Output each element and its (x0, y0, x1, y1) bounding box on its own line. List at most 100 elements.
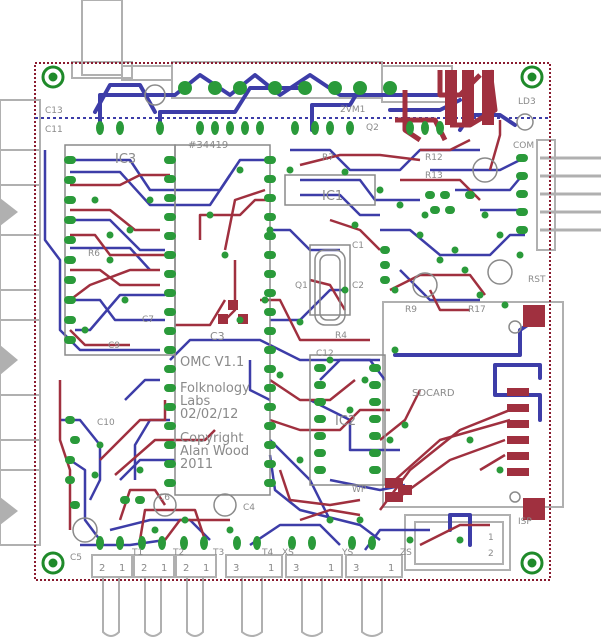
pin-label: 1 (119, 563, 125, 574)
pad (264, 251, 276, 259)
via (136, 466, 144, 474)
label-c4: C4 (243, 503, 255, 513)
pad (164, 460, 176, 468)
pad (156, 121, 164, 135)
pad (264, 232, 276, 240)
pad (211, 121, 219, 135)
pad (291, 121, 299, 135)
label-t4: T4 (261, 548, 273, 558)
pad (64, 296, 76, 304)
pad (264, 460, 276, 468)
pad (164, 251, 176, 259)
label-r6: R6 (88, 249, 100, 259)
pad (256, 121, 264, 135)
pad (64, 316, 76, 324)
label-ld3: LD3 (518, 97, 536, 107)
label-c1: C1 (352, 241, 364, 251)
via (91, 471, 99, 479)
pad (516, 208, 528, 216)
label-part-number: #34419 (188, 140, 228, 151)
via (406, 536, 414, 544)
pad (369, 415, 381, 423)
via (456, 536, 464, 544)
label-wp: WP (352, 485, 367, 495)
pad (264, 327, 276, 335)
label-isp-pin1: 1 (488, 533, 494, 543)
pad (314, 415, 326, 423)
bottom-copper-traces (93, 73, 542, 547)
via (261, 296, 269, 304)
pin-label: 2 (141, 563, 147, 574)
via (96, 441, 104, 449)
pad (164, 289, 176, 297)
pad (64, 196, 76, 204)
pad (164, 194, 176, 202)
label-r7: R7 (322, 153, 334, 163)
pad (164, 327, 176, 335)
pin-label: 1 (161, 563, 167, 574)
pad (380, 261, 390, 269)
label-c11: C11 (45, 125, 63, 135)
pad (264, 156, 276, 164)
via (346, 406, 354, 414)
pad (264, 479, 276, 487)
pad (164, 232, 176, 240)
credit-line-2: Folknology (180, 381, 250, 396)
via (266, 226, 274, 234)
pad (96, 536, 104, 550)
pad (383, 81, 397, 95)
via (351, 221, 359, 229)
pad (200, 536, 208, 550)
pad (314, 398, 326, 406)
pad (164, 156, 176, 164)
pad (64, 236, 76, 244)
label-c13: C13 (45, 106, 63, 116)
pad (158, 536, 166, 550)
label-rst: RST (528, 275, 546, 285)
pad (96, 121, 104, 135)
label-r17: R17 (468, 305, 486, 315)
via (396, 201, 404, 209)
pad (288, 536, 296, 550)
pad (164, 308, 176, 316)
pad (264, 308, 276, 316)
credit-line-5: Copyright (180, 431, 244, 446)
pad (369, 432, 381, 440)
pad (264, 213, 276, 221)
pad (264, 422, 276, 430)
pad (445, 206, 455, 214)
pad (311, 121, 319, 135)
pad (516, 226, 528, 234)
smd-pads (218, 70, 545, 520)
label-t1: T1 (131, 548, 143, 558)
label-r12: R12 (425, 153, 443, 163)
pad (430, 206, 440, 214)
pad (516, 190, 528, 198)
pad (226, 121, 234, 135)
bottom-copper-thin (43, 148, 525, 551)
label-r13: R13 (425, 171, 443, 181)
bottom-pin-labels: 2 1 2 1 2 1 3 1 3 1 3 1 (99, 563, 394, 574)
pad (516, 172, 528, 180)
label-r9: R9 (405, 305, 417, 315)
pad (308, 536, 316, 550)
pad (314, 432, 326, 440)
label-q2: Q2 (366, 123, 379, 133)
pin-label: 3 (353, 563, 359, 574)
ic-pads (64, 81, 528, 550)
pad (116, 536, 124, 550)
via (106, 231, 114, 239)
via (356, 516, 364, 524)
pin-label: 1 (203, 563, 209, 574)
pad (264, 384, 276, 392)
via (181, 516, 189, 524)
label-r4: R4 (335, 331, 347, 341)
via (451, 246, 459, 254)
pad (164, 441, 176, 449)
pad (164, 479, 176, 487)
via (81, 326, 89, 334)
pad (368, 536, 376, 550)
pad (465, 191, 475, 199)
via (341, 286, 349, 294)
via (146, 196, 154, 204)
